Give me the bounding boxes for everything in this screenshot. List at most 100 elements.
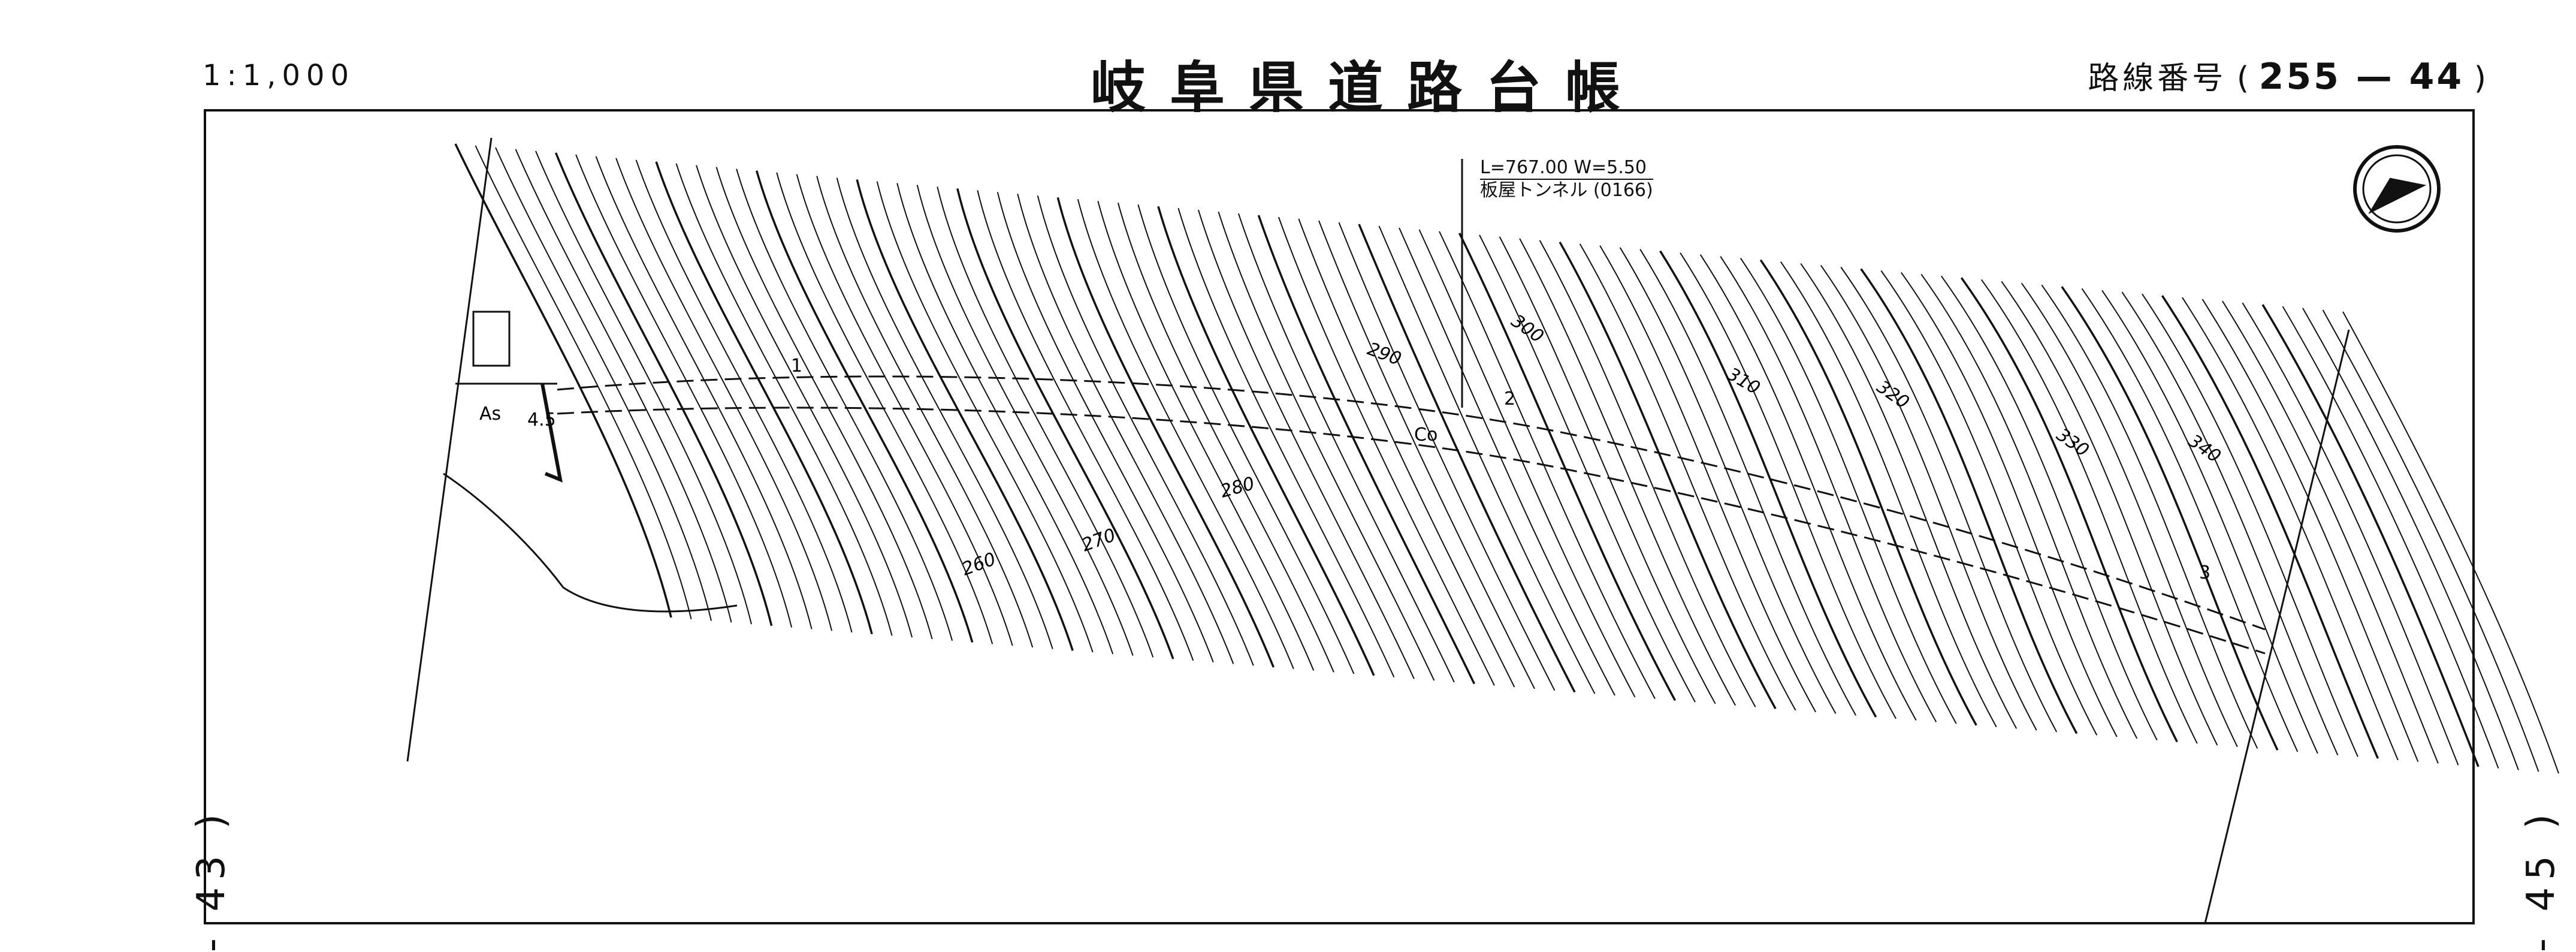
contour-line (1499, 236, 1716, 704)
contour-line (2041, 284, 2258, 749)
contour-line (1017, 194, 1234, 664)
contour-line (1539, 240, 1756, 707)
contour-line (2261, 304, 2480, 767)
contour-line (1579, 243, 1796, 711)
contour-line (1479, 234, 1696, 703)
contour-lines (454, 143, 2559, 774)
contour-line (2061, 286, 2279, 751)
contour-line (1860, 268, 2078, 734)
contour-line (715, 167, 933, 640)
contour-line (2201, 299, 2419, 762)
contour-line (1338, 222, 1556, 691)
contour-line (1659, 250, 1877, 718)
contour-line (1800, 263, 2018, 729)
contour-line (896, 183, 1114, 655)
contour-line (2302, 308, 2519, 770)
contour-line (1218, 211, 1435, 681)
route-open-paren: ( (2236, 61, 2249, 97)
contour-line (1237, 213, 1455, 683)
contour-line (595, 156, 813, 629)
contour-line (1318, 220, 1535, 689)
map-frame (204, 109, 2475, 924)
contour-line (1137, 204, 1355, 674)
contour-line (1699, 254, 1917, 721)
contour-line (2081, 288, 2299, 752)
contour-line (1639, 249, 1856, 716)
contour-line (1519, 238, 1736, 706)
contour-label: 290 (1364, 339, 1404, 370)
route-number-label: 路線番号 (2088, 61, 2227, 97)
surface-label-concrete: Co (1414, 424, 1438, 445)
contour-label: 310 (1723, 364, 1763, 399)
contour-line (655, 161, 873, 635)
page-title: 岐阜県道路台帳 (1091, 55, 1645, 120)
slope-label: 4.5 (527, 409, 556, 430)
contour-line (1840, 266, 2058, 733)
contour-line (1740, 258, 1957, 724)
contour-line (1399, 227, 1615, 696)
contour-label: 280 (1218, 473, 1257, 502)
contour-line (796, 174, 1013, 646)
contour-line (2322, 309, 2539, 772)
map-scale: 1:1,000 (203, 59, 355, 92)
contour-line (1880, 270, 2098, 736)
contour-line (2161, 295, 2379, 759)
contour-line (2242, 302, 2459, 766)
contour-line (756, 170, 974, 643)
contour-label: 270 (1079, 525, 1119, 556)
route-close-paren: ) (2474, 61, 2486, 97)
station-label-3: 3 (2199, 562, 2210, 583)
contour-line (615, 158, 833, 631)
contour-label: 260 (959, 549, 999, 580)
route-number-value: 255 — 44 (2258, 56, 2465, 98)
contour-line (1980, 279, 2198, 744)
contour-line (1298, 218, 1515, 688)
contour-line (856, 179, 1074, 651)
contour-line (996, 192, 1214, 663)
station-label-1: 1 (791, 356, 802, 376)
contour-line (1680, 252, 1896, 719)
adjacent-sheet-right: - 45 ) (2519, 806, 2564, 952)
contour-label: 320 (1873, 376, 1913, 414)
boundary-lines (406, 137, 2350, 924)
contour-line (1378, 225, 1596, 694)
adjacent-sheet-left: - 43 ) (189, 806, 234, 952)
contour-line (475, 145, 692, 620)
contour-line (1820, 265, 2037, 731)
contour-line (2182, 297, 2399, 761)
contour-line (495, 147, 712, 621)
contour-line (836, 177, 1053, 649)
contour-line (1157, 206, 1375, 676)
contour-line (1418, 229, 1636, 698)
contour-line (956, 188, 1174, 659)
contour-line (2021, 282, 2238, 748)
contour-line (816, 176, 1034, 648)
contour-line (1197, 209, 1415, 679)
contour-line (1599, 245, 1816, 713)
contour-line (1037, 195, 1254, 666)
contour-line (454, 143, 672, 618)
contour-line (937, 186, 1154, 658)
contour-line (2142, 293, 2358, 757)
contour-line (535, 150, 752, 625)
contour-line (1720, 256, 1937, 722)
contour-line (1940, 275, 2158, 741)
north-arrow-icon (2353, 145, 2441, 233)
contour-line (1278, 216, 1495, 686)
contour-line (1900, 272, 2118, 737)
contour-line (736, 168, 953, 641)
contour-line (916, 185, 1134, 656)
contour-line (2222, 300, 2439, 764)
contour-line (635, 159, 853, 633)
contour-line (1960, 277, 2178, 743)
surface-label-asphalt: As (479, 403, 501, 424)
contour-line (675, 163, 893, 636)
contour-label: 300 (1507, 311, 1547, 348)
contour-line (1559, 241, 1777, 709)
contour-line (2101, 290, 2318, 754)
contour-line (1780, 261, 1997, 728)
contour-line (2121, 291, 2339, 756)
contour-line (1056, 197, 1275, 668)
route-number: 路線番号 ( 255 — 44 ) (2088, 53, 2486, 98)
